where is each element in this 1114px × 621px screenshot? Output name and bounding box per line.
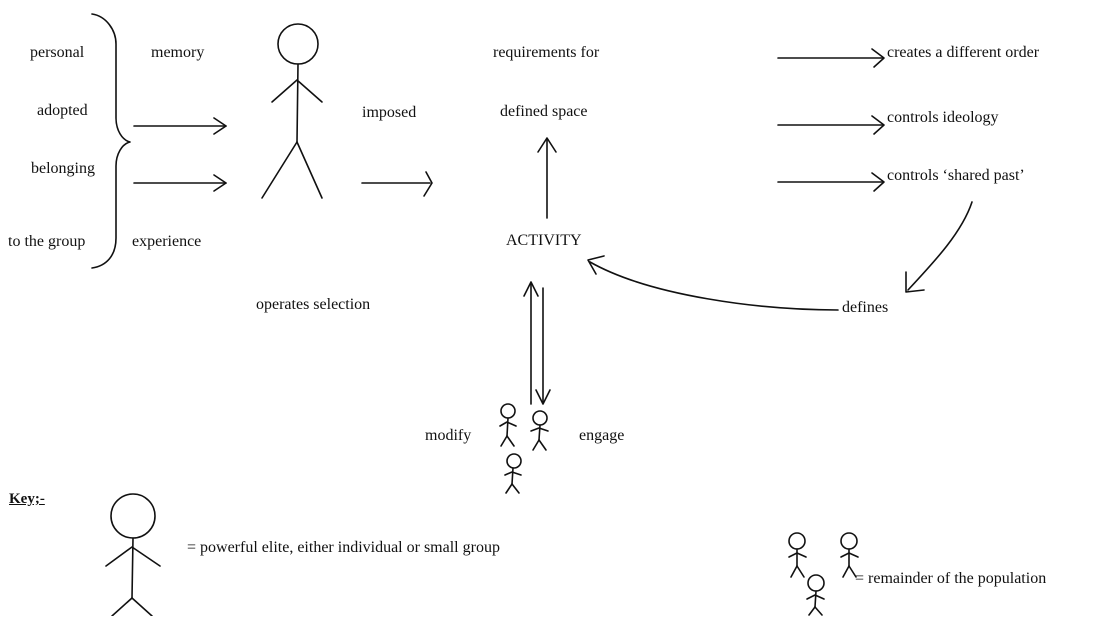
label-belonging: belonging [31,160,95,177]
key-population-figure-3 [806,574,825,616]
label-to-the-group: to the group [8,233,86,250]
arrow-activity-to-engage-head [535,389,551,405]
arrow-belonging-to-elite-head [213,174,227,192]
arrow-activity-to-requirements-head [537,137,557,153]
arrow-adopted-to-elite-head [213,117,227,135]
label-controls-ideology: controls ideology [887,109,999,126]
key-elite-label: = powerful elite, either individual or s… [187,539,500,556]
arrow-controls-ideology-head [871,115,885,135]
arrow-defines-to-activity-head [587,255,605,275]
label-imposed: imposed [362,104,417,121]
arrow-modify-to-activity-head [523,281,539,297]
label-engage: engage [579,427,625,444]
grouping-bracket [91,13,131,269]
population-figure-1 [499,403,517,447]
label-personal: personal [30,44,85,61]
label-operates-selection: operates selection [256,296,371,313]
key-population-figure-1 [788,532,807,578]
population-figure-3 [504,453,522,494]
label-modify: modify [425,427,472,444]
label-requirements-for: requirements for [493,44,600,61]
label-activity: ACTIVITY [506,232,582,249]
label-adopted: adopted [37,102,88,119]
arrow-shared-past-to-defines [907,201,973,291]
label-experience: experience [132,233,202,250]
arrow-controls-shared-past-head [871,172,885,192]
label-creates-order: creates a different order [887,44,1040,61]
arrow-creates-order-head [871,48,885,68]
arrow-shared-past-to-defines-head [905,271,925,293]
key-elite-figure [105,493,161,617]
label-controls-shared-past: controls ‘shared past’ [887,167,1025,184]
label-memory: memory [151,44,205,61]
label-defined-space: defined space [500,103,588,120]
arrow-defines-to-activity [589,261,839,311]
arrow-imposed-head [423,171,433,197]
key-population-label: = remainder of the population [855,570,1047,587]
elite-figure [261,23,323,199]
key-population-figure-2 [840,532,859,578]
population-figure-2 [530,410,549,451]
label-defines: defines [842,299,889,316]
key-title: Key;- [9,491,45,507]
